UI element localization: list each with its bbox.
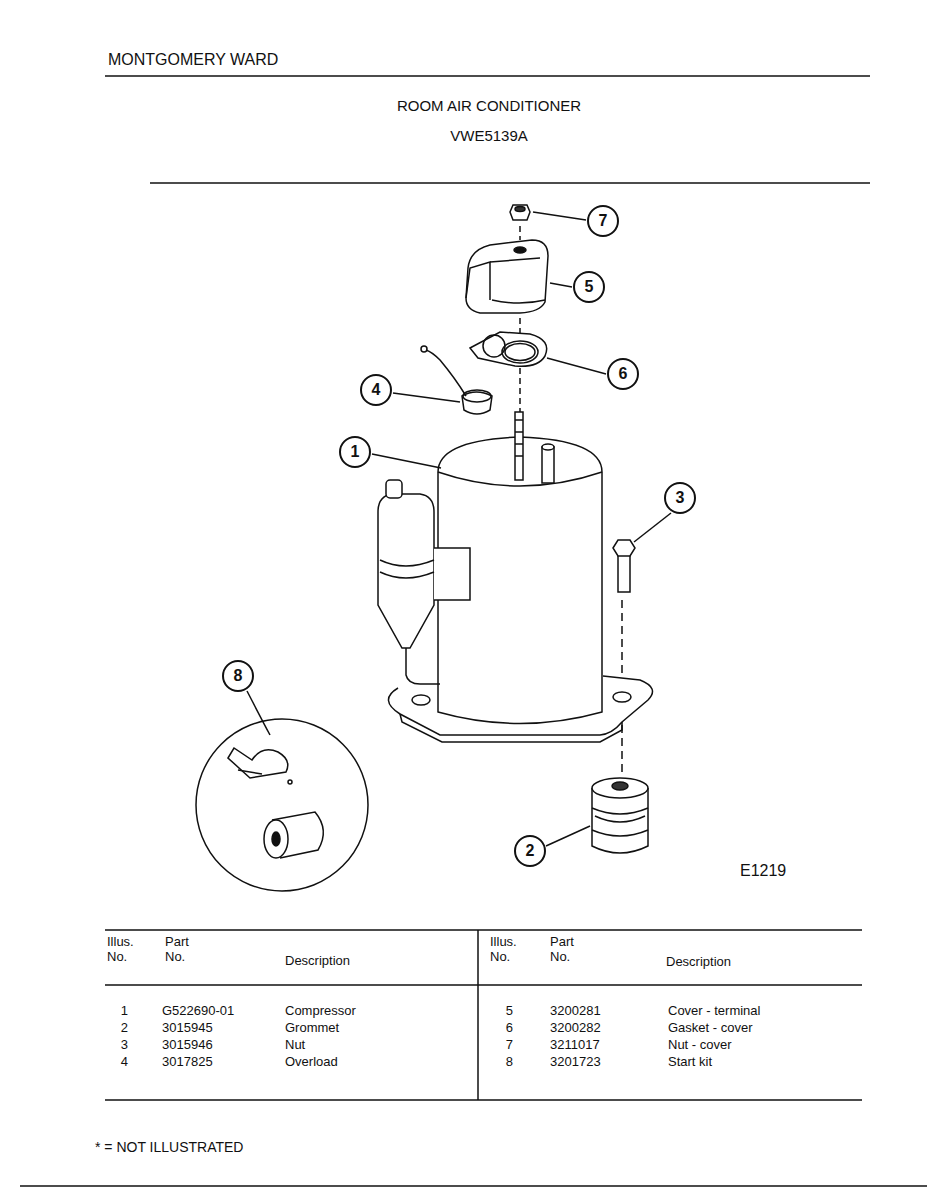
callout-number: 8 [222,660,254,692]
table-cell: 3201723 [550,1055,601,1070]
table-header: Description [285,954,350,969]
callout-number: 3 [664,482,696,514]
table-cell: Gasket - cover [668,1021,753,1036]
table-cell: G522690-01 [162,1004,234,1019]
table-cell: 1 [121,1004,128,1019]
table-cell: Start kit [668,1055,712,1070]
table-header: Part No. [165,935,205,965]
callout-text: 8 [234,667,243,685]
table-cell: Compressor [285,1004,356,1019]
table-cell: 8 [506,1055,513,1070]
diagram-title: ROOM AIR CONDITIONER [397,97,581,114]
callout-number: 6 [607,358,639,390]
table-cell: 3 [121,1038,128,1053]
callout-number: 4 [360,374,392,406]
table-cell: 3015945 [162,1021,213,1036]
table-header: Illus. No. [107,935,147,965]
model-number: VWE5139A [450,127,528,144]
callout-text: 1 [351,443,360,461]
table-cell: 3015946 [162,1038,213,1053]
table-cell: Nut - cover [668,1038,732,1053]
table-header: Description [666,955,731,970]
table-cell: 4 [121,1055,128,1070]
brand-name: MONTGOMERY WARD [108,51,278,69]
table-cell: 5 [506,1004,513,1019]
footnote: * = NOT ILLUSTRATED [95,1139,243,1155]
callout-text: 7 [599,212,608,230]
table-cell: Nut [285,1038,305,1053]
callout-number: 1 [339,436,371,468]
table-cell: 3211017 [550,1038,600,1053]
table-cell: 3200281 [550,1004,601,1019]
callout-number: 7 [587,205,619,237]
callout-text: 6 [619,365,628,383]
table-cell: Grommet [285,1021,339,1036]
table-header: Part No. [550,935,590,965]
table-header: Illus. No. [490,935,530,965]
callout-text: 4 [372,381,381,399]
table-cell: 6 [506,1021,513,1036]
figure-code: E1219 [740,862,786,880]
table-cell: 7 [506,1038,513,1053]
table-cell: 3017825 [162,1055,213,1070]
callout-number: 2 [514,835,546,867]
callout-text: 2 [526,842,535,860]
callout-text: 3 [676,489,685,507]
table-cell: Cover - terminal [668,1004,760,1019]
table-cell: Overload [285,1055,338,1070]
table-cell: 2 [121,1021,128,1036]
callout-number: 5 [573,271,605,303]
table-cell: 3200282 [550,1021,601,1036]
callout-text: 5 [585,278,594,296]
